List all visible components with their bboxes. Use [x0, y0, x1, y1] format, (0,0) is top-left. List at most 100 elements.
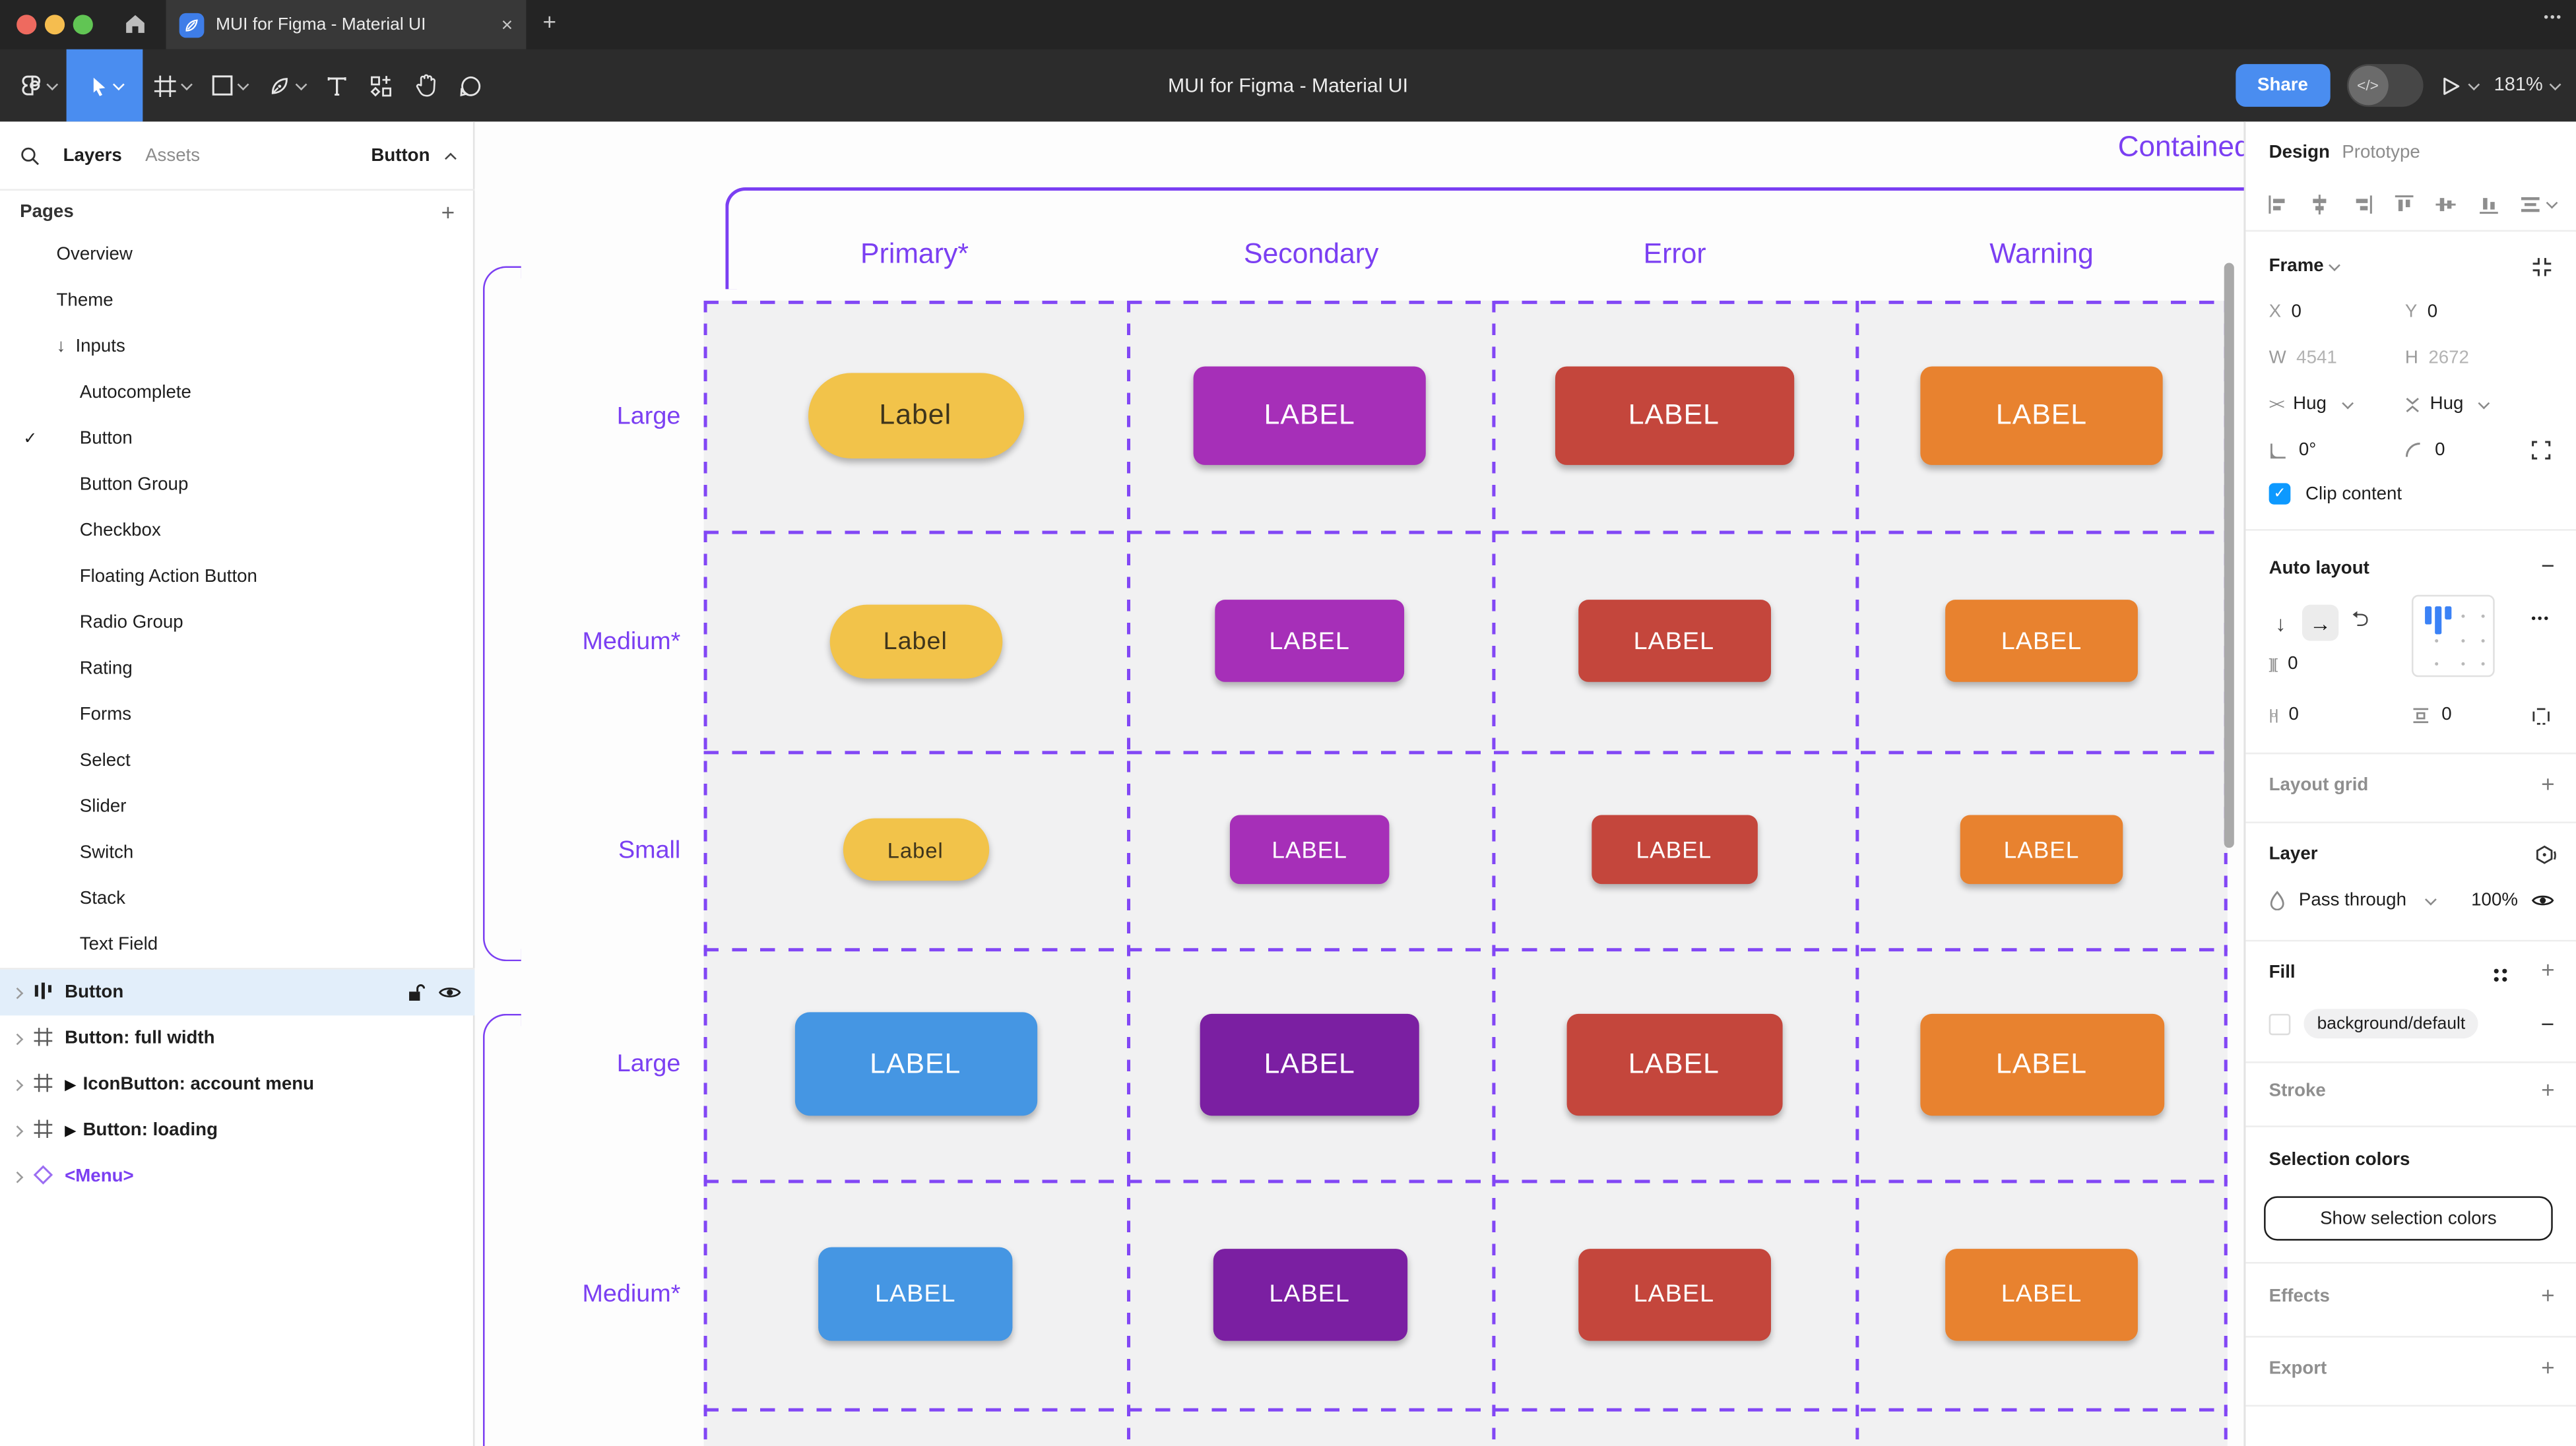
mui-button-error-small[interactable]: LABEL — [1591, 815, 1757, 885]
clip-content-checkbox[interactable]: ✓ — [2269, 483, 2291, 505]
expand-chevron-icon[interactable] — [11, 1124, 24, 1137]
shape-tool-button[interactable] — [201, 49, 257, 122]
align-horizontal-center-icon[interactable] — [2309, 193, 2331, 214]
share-button[interactable]: Share — [2236, 64, 2330, 107]
align-right-icon[interactable] — [2352, 193, 2373, 214]
auto-layout-horizontal-button[interactable]: → — [2302, 604, 2339, 641]
sidebar-page-button-group[interactable]: Button Group — [0, 462, 474, 508]
visible-eye-icon[interactable] — [438, 984, 461, 1001]
sidebar-page-radio-group[interactable]: Radio Group — [0, 600, 474, 646]
corner-radius-field[interactable]: 0 — [2405, 441, 2445, 460]
auto-layout-wrap-button[interactable]: ⮌ — [2351, 606, 2369, 631]
collapse-icon[interactable] — [2531, 257, 2553, 278]
expand-chevron-icon[interactable] — [11, 1079, 24, 1090]
layer-visibility-eye-icon[interactable] — [2531, 893, 2554, 909]
frame-tool-button[interactable] — [143, 49, 201, 122]
sidebar-page-rating[interactable]: Rating — [0, 646, 474, 692]
width-field[interactable]: W 4541 — [2269, 348, 2337, 368]
mui-button-primary-small[interactable]: Label — [842, 818, 988, 881]
gap-field[interactable]: ]|[0 — [2269, 654, 2298, 674]
minimize-window-button[interactable] — [44, 15, 65, 35]
horizontal-resizing-field[interactable]: ><Hug — [2269, 394, 2354, 414]
add-effect-button[interactable]: + — [2541, 1281, 2555, 1308]
horizontal-padding-field[interactable]: |▫|0 — [2269, 705, 2299, 725]
zoom-level-menu[interactable]: 181% — [2494, 76, 2561, 95]
layer-row-iconbutton-account-menu[interactable]: ▶IconButton: account menu — [0, 1061, 474, 1108]
opacity-value[interactable]: 100% — [2471, 891, 2518, 910]
dev-mode-toggle[interactable]: </> — [2346, 64, 2423, 107]
close-tab-icon[interactable]: × — [501, 13, 513, 36]
tab-design[interactable]: Design — [2269, 142, 2330, 163]
new-tab-button[interactable]: + — [542, 8, 557, 35]
sidebar-page-overview[interactable]: Overview — [0, 232, 474, 278]
move-tool-button[interactable] — [66, 49, 143, 122]
expand-chevron-icon[interactable] — [11, 1032, 24, 1045]
mui-button-error-medium[interactable]: LABEL — [1577, 600, 1770, 682]
home-icon[interactable] — [123, 11, 148, 36]
add-page-button[interactable]: + — [441, 199, 455, 226]
frame-section-header[interactable]: Frame — [2269, 257, 2340, 276]
sidebar-page-forms[interactable]: Forms — [0, 692, 474, 738]
sidebar-page-select[interactable]: Select — [0, 738, 474, 784]
layer-row-button-loading[interactable]: ▶Button: loading — [0, 1108, 474, 1154]
frame-title[interactable]: Contained — [2117, 129, 2244, 163]
mui-button-secondary-large[interactable]: LABEL — [1193, 366, 1426, 465]
mui-button-primary-medium[interactable]: Label — [829, 604, 1002, 678]
sidebar-page-inputs[interactable]: ↓Inputs — [0, 324, 474, 370]
align-vertical-center-icon[interactable] — [2435, 193, 2457, 214]
sidebar-page-button[interactable]: ✓Button — [0, 416, 474, 462]
mui-button-warning-large[interactable]: LABEL — [1919, 1013, 2164, 1116]
mui-button-error-medium[interactable]: LABEL — [1577, 1247, 1770, 1340]
search-icon[interactable] — [20, 145, 40, 165]
mui-button-error-large[interactable]: LABEL — [1566, 1013, 1782, 1116]
text-tool-button[interactable] — [315, 49, 358, 122]
document-tab[interactable]: MUI for Figma - Material UI × — [166, 0, 527, 49]
selection-scope-button[interactable]: Button — [371, 145, 457, 165]
vertical-padding-field[interactable]: 0 — [2412, 705, 2452, 724]
actions-tool-button[interactable] — [358, 49, 403, 122]
blend-mode-icon[interactable] — [2534, 844, 2556, 865]
sidebar-page-checkbox[interactable]: Checkbox — [0, 508, 474, 554]
mui-button-primary-medium[interactable]: LABEL — [818, 1247, 1013, 1341]
sidebar-page-stack[interactable]: Stack — [0, 876, 474, 922]
present-button[interactable] — [2439, 75, 2480, 96]
x-position-field[interactable]: X 0 — [2269, 302, 2302, 323]
align-left-icon[interactable] — [2267, 193, 2289, 214]
sidebar-page-switch[interactable]: Switch — [0, 830, 474, 876]
show-selection-colors-button[interactable]: Show selection colors — [2264, 1196, 2553, 1241]
y-position-field[interactable]: Y 0 — [2404, 302, 2438, 323]
remove-fill-button[interactable]: − — [2540, 1010, 2555, 1037]
independent-corners-icon[interactable] — [2531, 441, 2551, 460]
height-field[interactable]: H 2672 — [2404, 348, 2469, 368]
mui-button-warning-medium[interactable]: LABEL — [1945, 1247, 2138, 1340]
remove-auto-layout-button[interactable]: − — [2541, 551, 2555, 579]
mui-button-primary-large[interactable]: LABEL — [794, 1012, 1037, 1116]
sidebar-page-floating-action-button[interactable]: Floating Action Button — [0, 553, 474, 600]
styles-icon[interactable] — [2492, 966, 2510, 984]
sidebar-page-autocomplete[interactable]: Autocomplete — [0, 369, 474, 416]
tab-layers[interactable]: Layers — [63, 145, 122, 166]
fill-color-swatch[interactable] — [2269, 1013, 2291, 1035]
main-menu-button[interactable] — [0, 49, 67, 122]
mui-button-error-large[interactable]: LABEL — [1554, 366, 1793, 465]
canvas-scrollbar[interactable] — [2224, 263, 2234, 848]
sidebar-page-slider[interactable]: Slider — [0, 784, 474, 830]
tab-assets[interactable]: Assets — [145, 145, 201, 166]
individual-padding-icon[interactable] — [2531, 707, 2551, 726]
auto-layout-alignment-grid[interactable] — [2411, 594, 2495, 677]
comment-tool-button[interactable] — [448, 49, 493, 122]
mui-button-warning-small[interactable]: LABEL — [1960, 815, 2123, 885]
layer-row-button-full-width[interactable]: Button: full width — [0, 1015, 474, 1061]
add-fill-button[interactable]: + — [2541, 956, 2555, 983]
maximize-window-button[interactable] — [73, 15, 93, 35]
add-stroke-button[interactable]: + — [2541, 1076, 2555, 1103]
unlock-icon[interactable] — [406, 983, 425, 1003]
auto-layout-vertical-button[interactable]: ↓ — [2275, 610, 2286, 635]
clip-content-row[interactable]: ✓ Clip content — [2269, 483, 2402, 505]
vertical-resizing-field[interactable]: Hug — [2405, 394, 2490, 414]
align-top-icon[interactable] — [2393, 193, 2415, 214]
close-window-button[interactable] — [16, 15, 37, 35]
mui-button-primary-large[interactable]: Label — [807, 373, 1023, 458]
mui-button-warning-medium[interactable]: LABEL — [1945, 600, 2138, 682]
pen-tool-button[interactable] — [257, 49, 315, 122]
